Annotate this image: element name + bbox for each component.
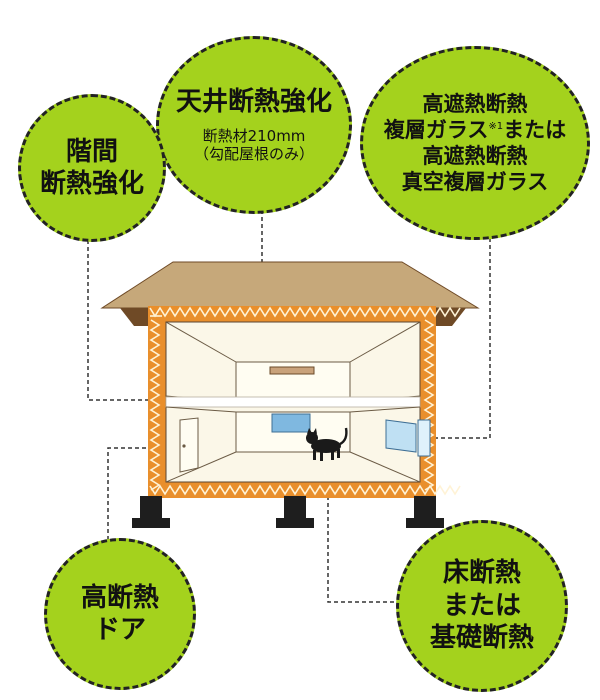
ceiling-insulation-title: 天井断熱強化 <box>175 87 332 117</box>
between-floors-line-1: 階間 <box>65 136 118 167</box>
window-frame <box>417 419 431 457</box>
leader-lines <box>87 210 491 603</box>
bubble-floor: 床断熱 または 基礎断熱 <box>396 520 568 692</box>
glass-line-2-text: 複層ガラス <box>383 117 489 142</box>
between-floors-slab <box>165 396 421 408</box>
bubble-ceiling-insulation: 天井断熱強化 断熱材210mm （勾配屋根のみ） <box>156 36 352 214</box>
door-line-2: ドア <box>93 615 146 645</box>
leader-floor <box>327 496 398 603</box>
foundation <box>132 496 444 528</box>
glass-line-2-tail: または <box>503 117 567 142</box>
bubble-between-floors: 階間 断熱強化 <box>18 94 166 242</box>
cat-icon <box>306 427 348 461</box>
leader-glass <box>432 238 491 439</box>
floor-line-2: または <box>442 590 521 621</box>
side-window <box>385 419 417 453</box>
ceiling-light-icon <box>269 366 315 375</box>
leader-between-floors <box>87 240 165 401</box>
bubble-glass: 高遮熱断熱 複層ガラス※1または 高遮熱断熱 真空複層ガラス <box>360 46 590 240</box>
glass-footnote-mark: ※1 <box>488 120 504 132</box>
bubble-door: 高断熱 ドア <box>44 538 196 690</box>
door-line-1: 高断熱 <box>80 582 159 613</box>
between-floors-line-2: 断熱強化 <box>39 169 144 199</box>
roof <box>100 261 480 309</box>
glass-line-3: 高遮熱断熱 <box>422 144 528 168</box>
ceiling-insulation-detail: 断熱材210mm <box>202 126 306 145</box>
floor-line-3: 基礎断熱 <box>429 623 534 654</box>
glass-line-2: 複層ガラス※1または <box>384 117 566 143</box>
interior-window <box>271 413 311 433</box>
leader-door <box>107 447 188 542</box>
floor-line-1: 床断熱 <box>442 558 521 589</box>
door-icon <box>179 417 199 473</box>
ceiling-insulation-note: （勾配屋根のみ） <box>193 145 314 164</box>
insulation-zigzag <box>149 306 461 496</box>
glass-line-1: 高遮熱断熱 <box>422 91 528 116</box>
glass-line-4: 真空複層ガラス <box>401 170 549 195</box>
